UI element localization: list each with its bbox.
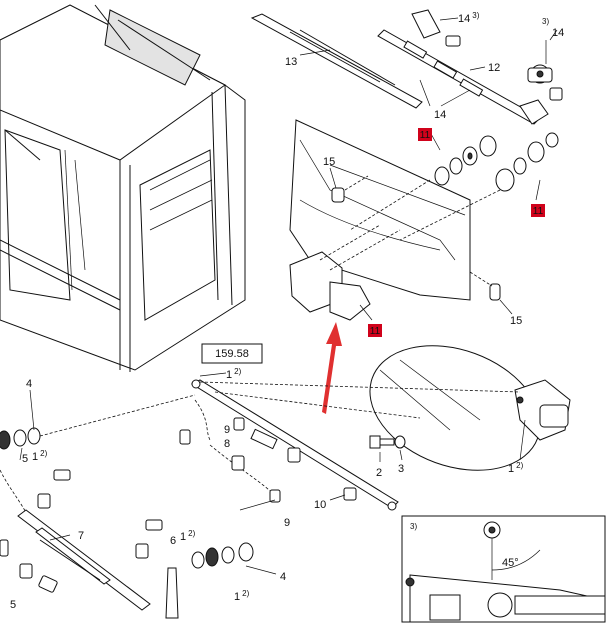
seal-set-far-left — [0, 394, 196, 450]
linkage-rod — [190, 379, 521, 511]
reference-box: 159.58 — [201, 343, 263, 364]
callout-13: 13 — [285, 56, 297, 68]
cab-frame — [0, 4, 246, 372]
wiper-blade-lower — [0, 509, 151, 611]
inset-detail — [401, 515, 606, 623]
callout-10: 10 — [314, 499, 326, 511]
wiper-blade-top — [250, 13, 423, 109]
callout-9-bottom: 9 — [284, 517, 290, 529]
bolt — [369, 435, 395, 449]
callout-9-top: 9 — [224, 424, 230, 436]
callout-5-low: 5 — [10, 599, 16, 611]
callout-6: 6 — [170, 535, 176, 547]
nozzles-left — [0, 469, 71, 521]
hose-assembly — [179, 399, 357, 503]
red-arrow — [322, 322, 342, 414]
callout-7: 7 — [78, 530, 84, 542]
callout-3-inset: 3) — [410, 522, 417, 531]
callout-3: 3 — [398, 463, 404, 475]
door-panel — [289, 119, 471, 301]
callout-5-left: 5 — [22, 453, 28, 465]
plug-bottom — [489, 283, 501, 301]
ref-box-text: 159.58 — [215, 348, 249, 360]
callout-4-left: 4 — [26, 378, 32, 390]
callout-14-mid: 14 — [434, 109, 446, 121]
callout-15-bottom: 15 — [510, 315, 522, 327]
callout-14-right: 14 — [552, 27, 564, 39]
motor-detail-oval — [369, 345, 571, 471]
spindle-lower — [135, 519, 254, 619]
callout-2: 2 — [376, 467, 382, 479]
highlight-11-mid: 11 — [368, 324, 382, 337]
seal-set-left — [434, 135, 497, 186]
plug-top — [331, 187, 345, 203]
svg-text:11: 11 — [370, 326, 381, 337]
angle-label: 45° — [502, 557, 519, 569]
svg-text:11: 11 — [420, 130, 431, 141]
callout-3-right: 3) — [542, 17, 549, 26]
leader-lines — [19, 17, 558, 575]
wiper-arm-top — [377, 9, 549, 125]
callout-12: 12 — [488, 62, 500, 74]
wiper-motor-door — [289, 224, 401, 321]
seal-set-right — [495, 132, 559, 192]
highlight-11-top: 11 — [418, 128, 432, 141]
callout-8: 8 — [224, 438, 230, 450]
callout-4-low: 4 — [280, 571, 286, 583]
highlight-11-right: 11 — [531, 204, 545, 217]
washer — [394, 435, 406, 449]
spindle-top-right — [527, 40, 563, 101]
svg-text:11: 11 — [533, 206, 544, 217]
callout-15-top: 15 — [323, 156, 335, 168]
